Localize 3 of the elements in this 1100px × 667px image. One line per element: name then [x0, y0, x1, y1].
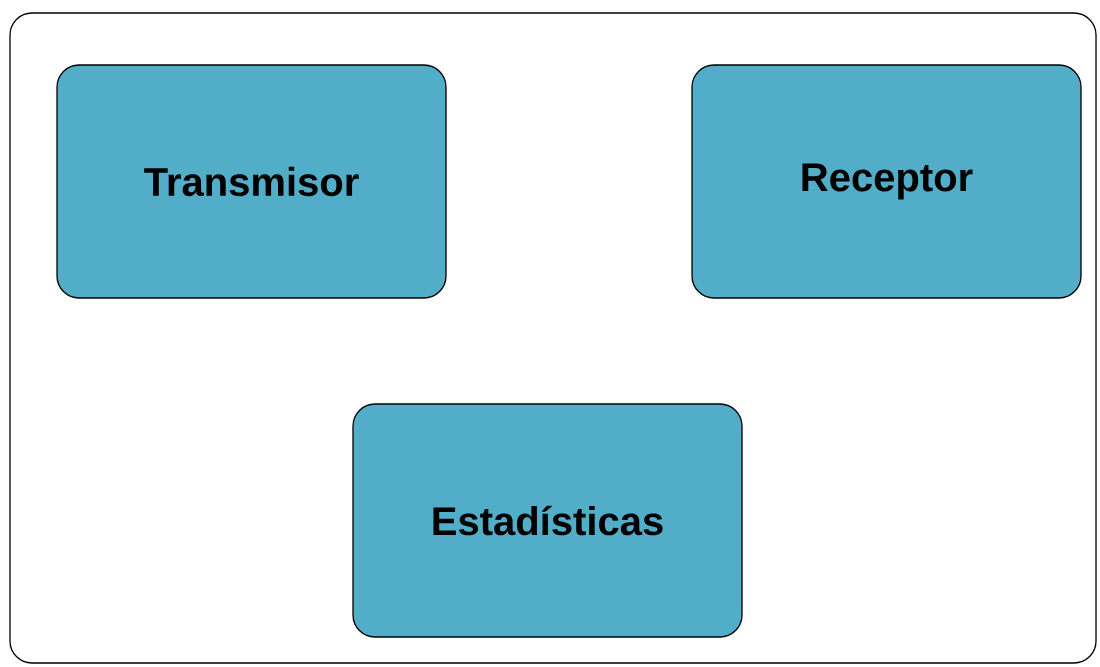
process-box: Estadísticas — [352, 403, 743, 638]
process-box: Transmisor — [56, 64, 447, 299]
process-box: Receptor — [691, 64, 1082, 299]
